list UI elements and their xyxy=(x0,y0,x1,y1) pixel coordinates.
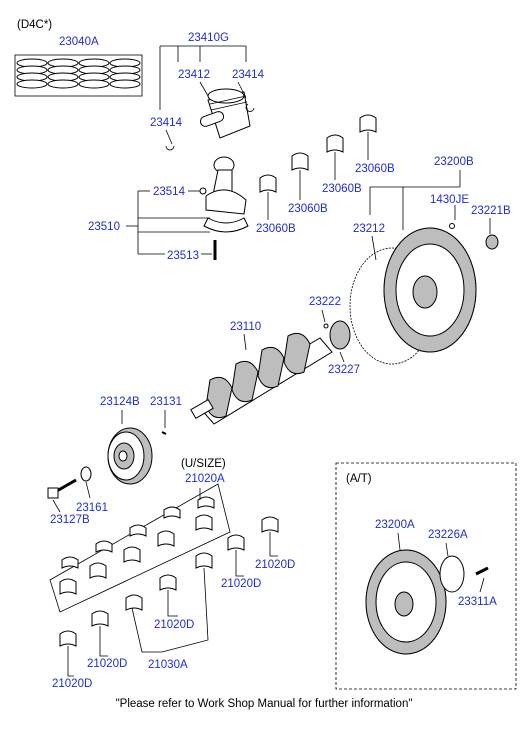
part-number-23227[interactable]: 23227 xyxy=(328,364,360,376)
at-heading: (A/T) xyxy=(346,473,372,485)
engine-variant-label: (D4C*) xyxy=(17,19,52,31)
part-number-23124B[interactable]: 23124B xyxy=(100,396,140,408)
part-number-23060B-3[interactable]: 23060B xyxy=(288,203,328,215)
part-number-23161[interactable]: 23161 xyxy=(76,502,108,514)
pulley-leaders xyxy=(121,410,166,428)
conrod-leaders xyxy=(126,190,212,255)
drive-plate-drawing xyxy=(365,549,489,655)
automatic-transmission-box xyxy=(335,462,517,690)
part-number-23410G[interactable]: 23410G xyxy=(188,32,229,44)
part-number-21020D-4[interactable]: 21020D xyxy=(87,658,127,670)
piston-leaders xyxy=(159,45,247,145)
part-number-21020A[interactable]: 21020A xyxy=(185,473,225,485)
part-number-23212[interactable]: 23212 xyxy=(353,223,385,235)
crankshaft-leaders xyxy=(243,309,345,363)
part-number-23131[interactable]: 23131 xyxy=(150,396,182,408)
bearing-shells-lower-drawing xyxy=(59,516,279,647)
at-leaders xyxy=(397,532,485,593)
part-number-21030A[interactable]: 21030A xyxy=(148,659,188,671)
flywheel-leaders xyxy=(369,170,491,261)
part-number-23514[interactable]: 23514 xyxy=(153,186,186,198)
part-number-23127B[interactable]: 23127B xyxy=(50,514,90,526)
part-number-23412[interactable]: 23412 xyxy=(178,69,210,81)
part-number-21020D-3[interactable]: 21020D xyxy=(154,619,194,631)
part-number-23040A[interactable]: 23040A xyxy=(59,36,99,48)
part-number-23513[interactable]: 23513 xyxy=(167,250,199,262)
bearing-shell-leaders xyxy=(267,132,369,220)
part-number-23200B[interactable]: 23200B xyxy=(434,156,474,168)
connecting-rod-drawing xyxy=(199,156,249,260)
part-number-23060B-4[interactable]: 23060B xyxy=(256,223,296,235)
flywheel-drawing xyxy=(349,223,499,365)
part-number-23110[interactable]: 23110 xyxy=(230,321,261,333)
part-number-23414-right[interactable]: 23414 xyxy=(232,69,265,81)
part-number-23510[interactable]: 23510 xyxy=(88,221,120,233)
part-number-23060B-2[interactable]: 23060B xyxy=(322,183,362,195)
footer-note: "Please refer to Work Shop Manual for fu… xyxy=(116,698,413,710)
part-number-23226A[interactable]: 23226A xyxy=(428,529,468,541)
part-number-23311A[interactable]: 23311A xyxy=(458,596,497,608)
main-bearing-leaders xyxy=(67,532,278,677)
part-number-23414-left[interactable]: 23414 xyxy=(150,117,183,129)
main-bearing-set-drawing xyxy=(49,483,231,613)
part-number-23060B-1[interactable]: 23060B xyxy=(355,163,395,175)
crank-pulley-drawing xyxy=(107,427,167,485)
part-number-21020D-5[interactable]: 21020D xyxy=(52,678,92,690)
part-number-21020D-1[interactable]: 21020D xyxy=(255,559,295,571)
pulley-bolt-washer-drawing xyxy=(47,466,92,513)
part-number-21020D-2[interactable]: 21020D xyxy=(221,578,261,590)
undersize-heading: (U/SIZE) xyxy=(181,458,226,470)
part-number-1430JE[interactable]: 1430JE xyxy=(430,194,469,206)
piston-drawing xyxy=(165,88,255,151)
part-number-23200A[interactable]: 23200A xyxy=(375,519,415,531)
part-number-23222[interactable]: 23222 xyxy=(309,296,341,308)
crankshaft-drawing xyxy=(190,320,351,425)
piston-ring-set-drawing xyxy=(14,54,143,97)
part-number-23221B[interactable]: 23221B xyxy=(471,205,511,217)
upper-bearing-shells xyxy=(259,114,377,193)
